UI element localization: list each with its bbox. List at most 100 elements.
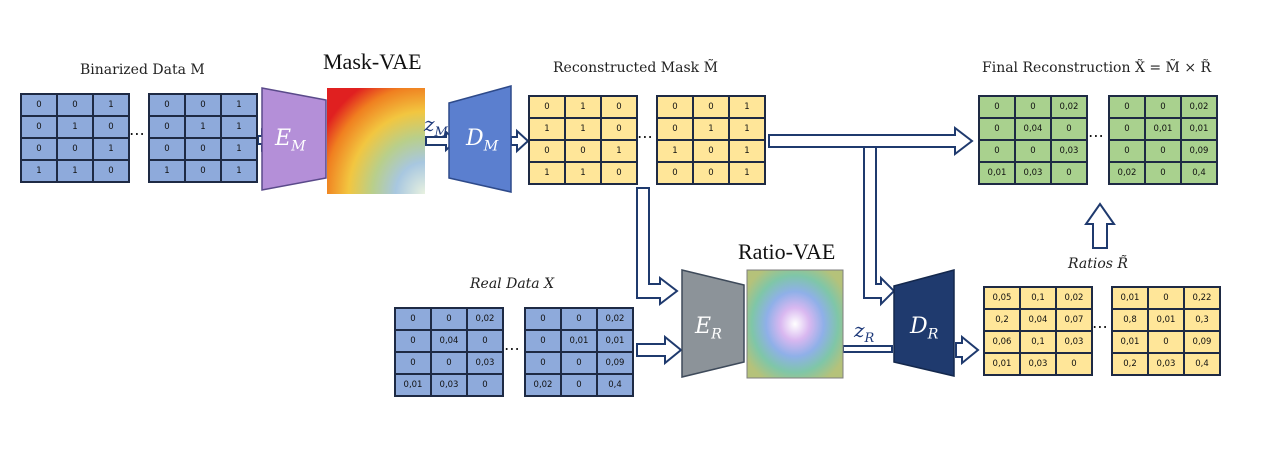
matrix-cell: 0 [21,138,57,160]
matrix-cell: 0 [185,94,221,116]
matrix-cell: 0,02 [1181,96,1217,118]
ratios-ellipsis: ⋯ [1092,317,1109,336]
matrix-cell: 0,01 [561,330,597,352]
matrix-cell: 0 [57,94,93,116]
matrix-cell: 0 [1109,118,1145,140]
recon-mask-ellipsis: ⋯ [637,127,654,146]
matrix-cell: 0 [525,352,561,374]
matrix-cell: 1 [57,160,93,182]
matrix-cell: 0 [657,118,693,140]
matrix-cell: 0,2 [1112,353,1148,375]
matrix-cell: 1 [529,162,565,184]
arrow-decoder-to-mask [510,128,530,154]
matrix-cell: 0 [431,308,467,330]
matrix-cell: 1 [221,160,257,182]
matrix-cell: 0 [467,374,503,396]
matrix-cell: 0,3 [1184,309,1220,331]
matrix-cell: 1 [529,118,565,140]
matrix-cell: 1 [57,116,93,138]
final-ellipsis: ⋯ [1088,126,1105,145]
decoder-mask-label: DM [466,126,499,155]
matrix-cell: 0 [1051,118,1087,140]
latent-ratio-label: zR [854,318,875,346]
matrix-cell: 0 [979,96,1015,118]
matrix-cell: 0 [93,160,129,182]
matrix-cell: 1 [221,138,257,160]
matrix-cell: 0,02 [467,308,503,330]
matrix-cell: 0,04 [1015,118,1051,140]
matrix-cell: 0 [525,330,561,352]
matrix-cell: 0,02 [597,308,633,330]
decoder-ratio-label: DR [910,314,939,343]
matrix-cell: 1 [21,160,57,182]
matrix-cell: 0,09 [597,352,633,374]
arrow-real-to-ratio-encoder [636,334,683,366]
matrix-cell: 0 [565,140,601,162]
matrix-cell: 0 [1145,140,1181,162]
matrix-cell: 0 [21,94,57,116]
matrix-cell: 0,09 [1184,331,1220,353]
matrix-cell: 1 [657,140,693,162]
matrix-cell: 0 [693,140,729,162]
matrix-cell: 0,4 [1181,162,1217,184]
matrix-cell: 0 [467,330,503,352]
matrix-cell: 0 [601,118,637,140]
matrix-cell: 0,04 [431,330,467,352]
matrix-cell: 1 [601,140,637,162]
matrix-cell: 0 [1148,287,1184,309]
matrix-cell: 0 [693,162,729,184]
matrix-cell: 1 [693,118,729,140]
matrix-cell: 0 [149,116,185,138]
matrix-cell: 1 [221,116,257,138]
arrow-mask-to-ratio-decoder [863,146,896,307]
matrix-cell: 0 [1145,96,1181,118]
matrix-cell: 0 [93,116,129,138]
matrix-cell: 0 [149,138,185,160]
matrix-cell: 0,22 [1184,287,1220,309]
matrix-cell: 0 [57,138,93,160]
matrix-cell: 0 [601,96,637,118]
matrix-cell: 0 [1051,162,1087,184]
matrix-cell: 1 [565,96,601,118]
matrix-cell: 0 [529,140,565,162]
matrix-cell: 0,01 [979,162,1015,184]
matrix-cell: 0,01 [1112,331,1148,353]
final-reconstruction-label: Final Reconstruction X̃ = M̃ × R̃ [982,60,1212,76]
real-data-label: Real Data X [470,276,555,292]
arrow-mask-to-ratio-encoder [636,187,679,307]
matrix-cell: 0 [1015,140,1051,162]
real-data-ellipsis: ⋯ [504,339,521,358]
matrix-cell: 0 [561,374,597,396]
ratio-vae-title: Ratio-VAE [738,239,836,264]
matrix-cell: 0,01 [1148,309,1184,331]
arrow-decoder-to-ratios [955,334,980,366]
matrix-cell: 0,04 [1020,309,1056,331]
matrix-cell: 0,03 [1020,353,1056,375]
matrix-cell: 0 [395,330,431,352]
encoder-mask-label: EM [275,126,306,155]
matrix-cell: 0 [979,140,1015,162]
matrix-cell: 0 [529,96,565,118]
matrix-cell: 1 [729,96,765,118]
matrix-cell: 0,03 [1148,353,1184,375]
matrix-cell: 0 [1109,96,1145,118]
arrow-ratio-latent-to-decoder [842,345,893,353]
matrix-cell: 0,2 [984,309,1020,331]
matrix-cell: 0,01 [597,330,633,352]
matrix-cell: 0,01 [395,374,431,396]
matrix-cell: 1 [93,138,129,160]
ratio-latent-image [746,269,844,379]
matrix-cell: 0 [185,160,221,182]
mask-latent-image [327,88,425,194]
encoder-ratio-label: ER [695,314,722,343]
matrix-cell: 0,06 [984,331,1020,353]
matrix-cell: 0,4 [597,374,633,396]
matrix-cell: 0 [525,308,561,330]
